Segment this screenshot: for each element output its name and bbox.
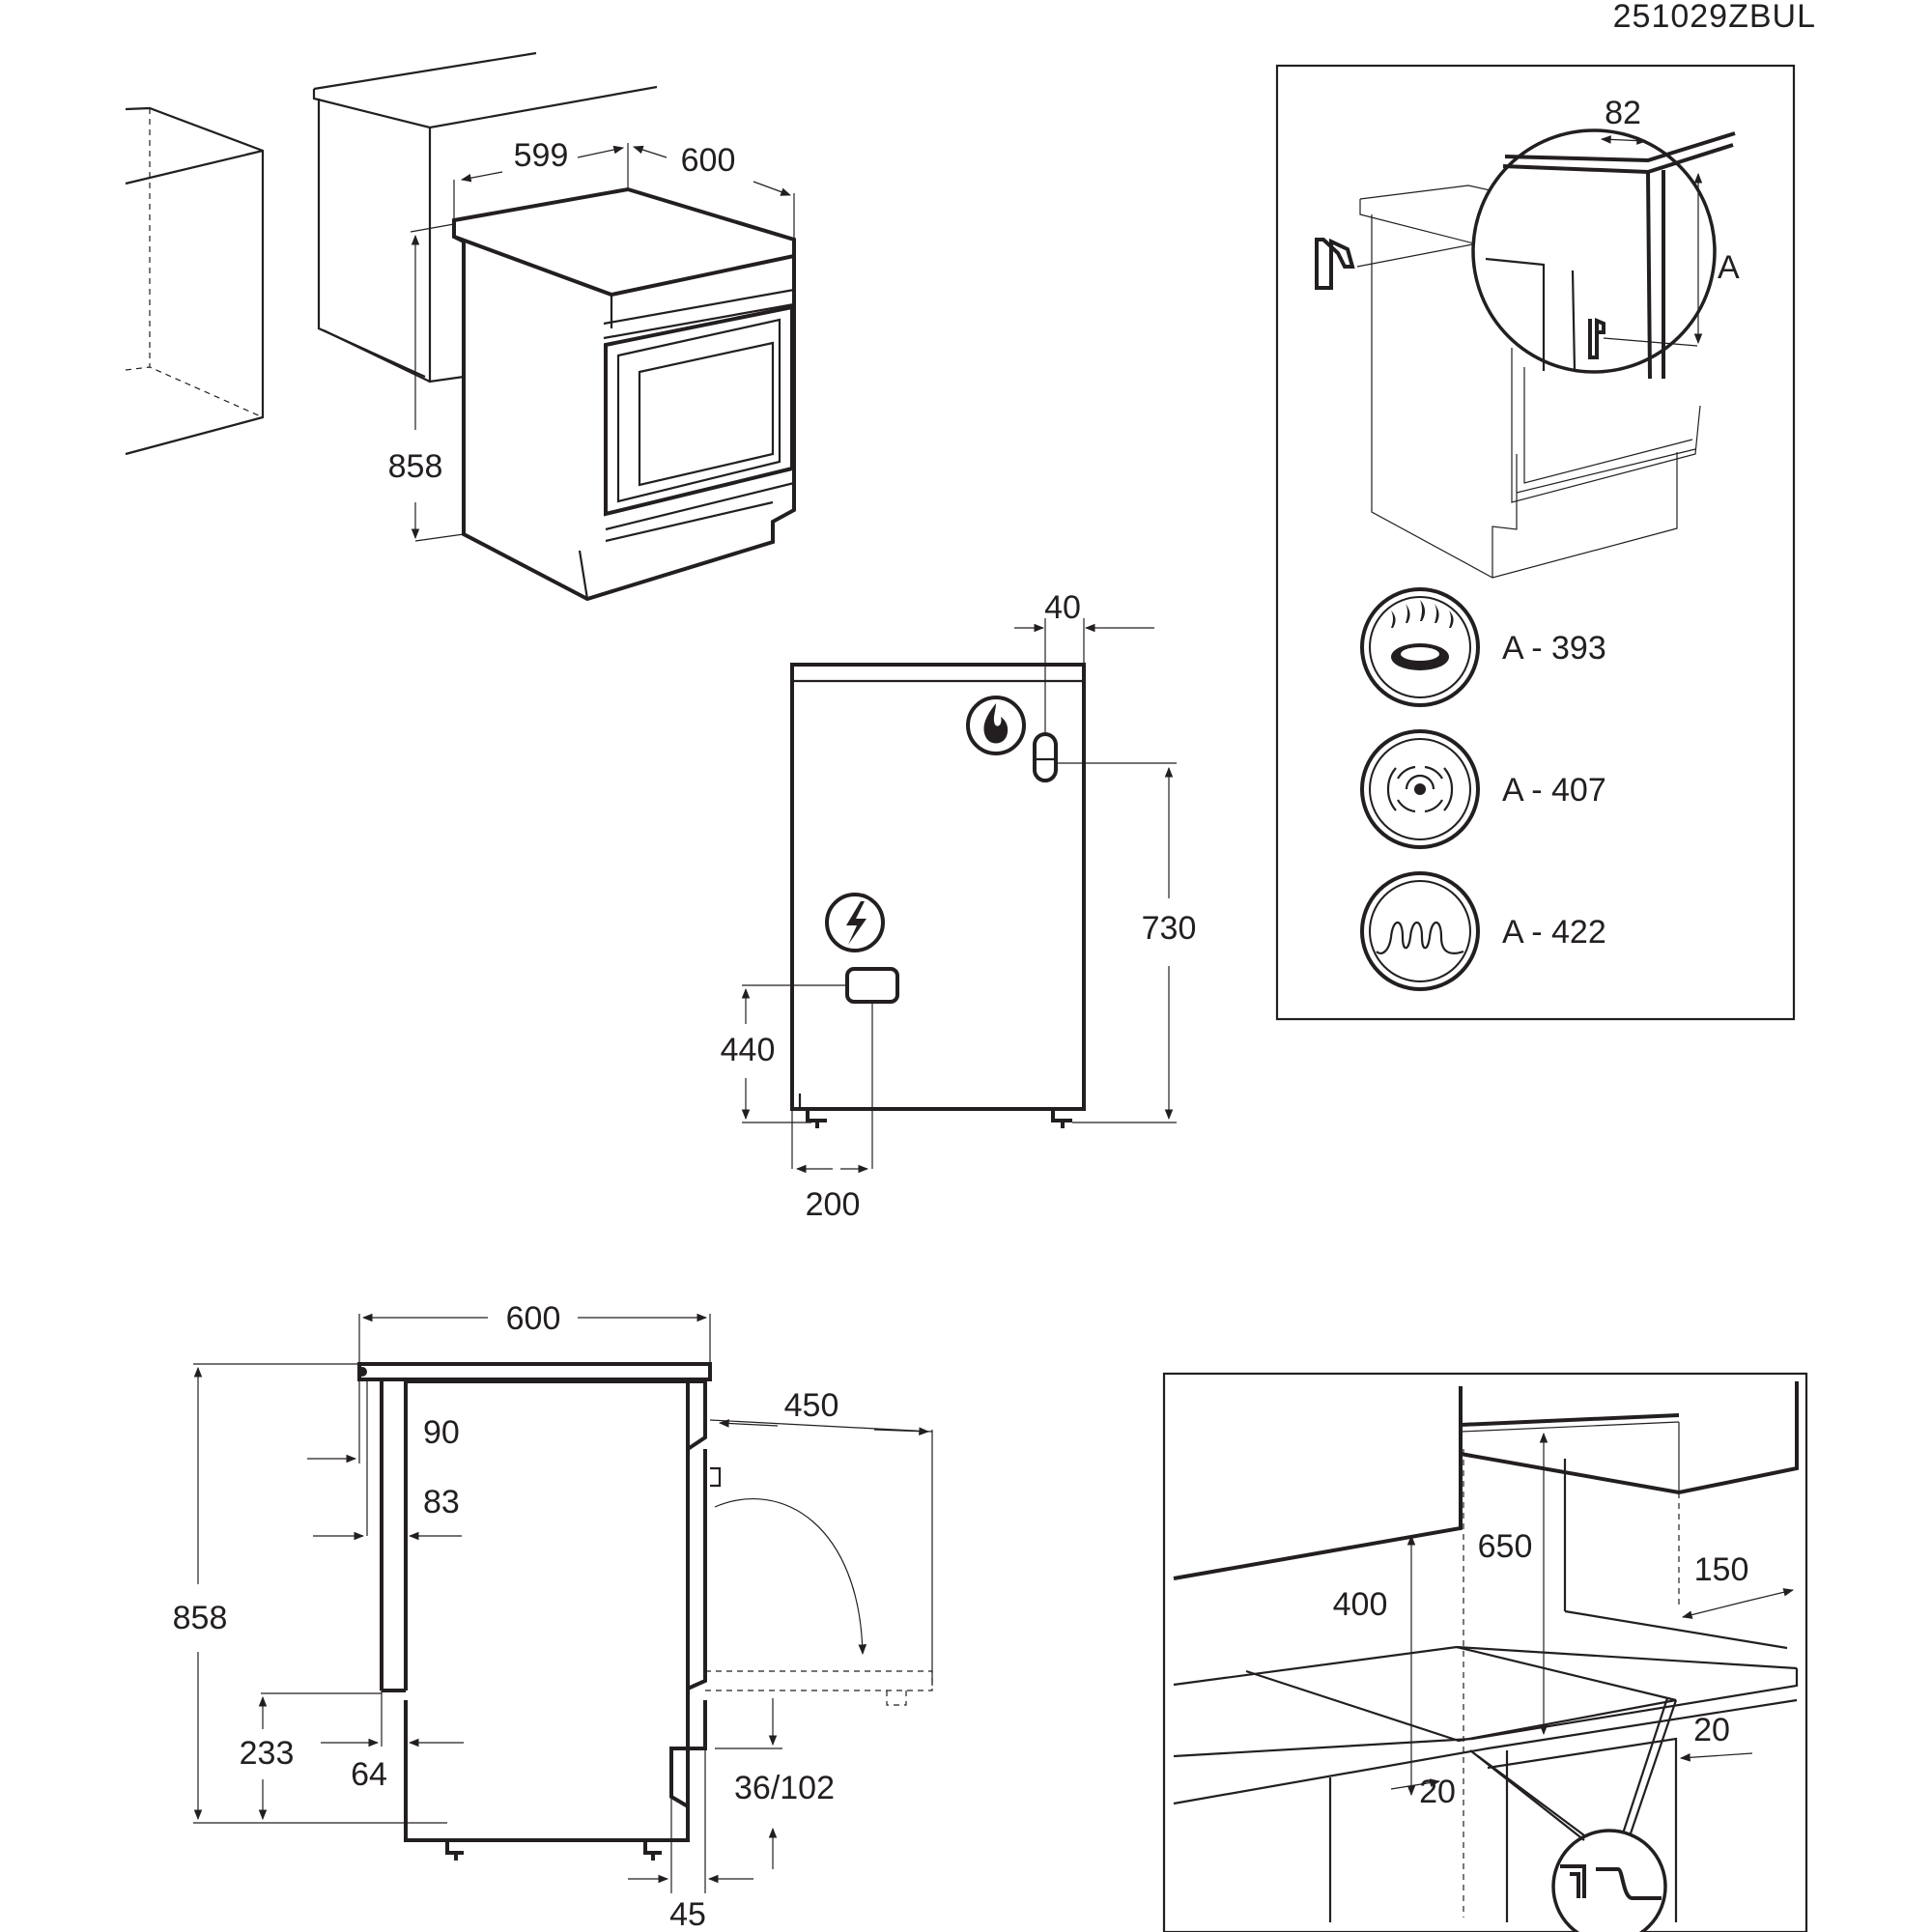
dim-20-right: 20 xyxy=(1693,1712,1730,1748)
clearance-room xyxy=(1173,1381,1799,1922)
fan-oven-icon xyxy=(1360,729,1480,849)
legend-coil-label: A - 422 xyxy=(1502,914,1606,951)
dim-height-var: A xyxy=(1718,249,1740,286)
legend-gas: A - 393 xyxy=(1360,587,1606,707)
dim-90: 90 xyxy=(423,1414,460,1451)
dim-width-left: 599 xyxy=(514,137,569,174)
legend-fan: A - 407 xyxy=(1360,729,1606,849)
clearance-dimensions: 650 400 150 20 20 xyxy=(1333,1432,1795,1810)
document-code: 251029ZBUL xyxy=(1613,0,1816,35)
clearance-detail xyxy=(1469,1697,1678,1932)
rear-dimensions: 40 730 440 200 xyxy=(721,589,1197,1223)
legend-coil: A - 422 xyxy=(1360,871,1606,991)
dim-width-right: 600 xyxy=(681,142,736,179)
dim-side-height: 858 xyxy=(173,1600,228,1636)
rear-body xyxy=(790,663,1086,1128)
dim-door-open: 450 xyxy=(784,1387,839,1424)
dim-side-width: 600 xyxy=(506,1300,561,1337)
wall-cabinet-left xyxy=(125,106,265,456)
dim-83: 83 xyxy=(423,1484,460,1520)
cooker-body xyxy=(452,186,796,602)
legend-fan-label: A - 407 xyxy=(1502,772,1606,809)
rear-view: 40 730 440 200 xyxy=(721,589,1197,1223)
gas-connection xyxy=(1033,732,1058,782)
detail-magnifier xyxy=(1471,128,1736,380)
dim-height: 858 xyxy=(388,448,443,485)
dim-gas-height: 730 xyxy=(1142,910,1197,947)
dim-electric-offset-side: 200 xyxy=(806,1186,861,1223)
electric-connection-box xyxy=(845,967,899,1004)
dim-20-left: 20 xyxy=(1419,1774,1456,1810)
installation-view: 599 600 858 xyxy=(125,51,796,602)
dim-233: 233 xyxy=(240,1735,295,1772)
anti-tilt-panel: 82 A A - 393 A - 407 xyxy=(1275,64,1796,1021)
clearance-view: 650 400 150 20 20 xyxy=(1162,1372,1808,1932)
flame-icon xyxy=(966,696,1026,755)
lightning-icon xyxy=(825,893,885,952)
legend-gas-label: A - 393 xyxy=(1502,630,1606,667)
adjacent-unit xyxy=(312,51,658,384)
dim-gas-offset-top: 40 xyxy=(1044,589,1081,626)
dim-adjustable-feet: 36/102 xyxy=(734,1770,835,1806)
dim-64: 64 xyxy=(351,1756,387,1793)
side-dimensions: 600 450 90 83 858 233 64 xyxy=(173,1300,933,1932)
door-open-swing xyxy=(705,1498,933,1706)
heating-coil-icon xyxy=(1360,871,1480,991)
dim-150: 150 xyxy=(1694,1551,1749,1588)
dim-400: 400 xyxy=(1333,1586,1388,1623)
dim-650: 650 xyxy=(1478,1528,1533,1565)
dim-45: 45 xyxy=(669,1896,706,1932)
installation-dimensions: 599 600 858 xyxy=(388,137,795,542)
gas-burner-icon xyxy=(1360,587,1480,707)
side-view: 600 450 90 83 858 233 64 xyxy=(173,1300,933,1932)
dim-bracket-gap: 82 xyxy=(1605,95,1641,131)
dim-electric-height: 440 xyxy=(721,1032,776,1068)
bracket-small xyxy=(1315,238,1355,290)
side-body xyxy=(357,1362,722,1861)
